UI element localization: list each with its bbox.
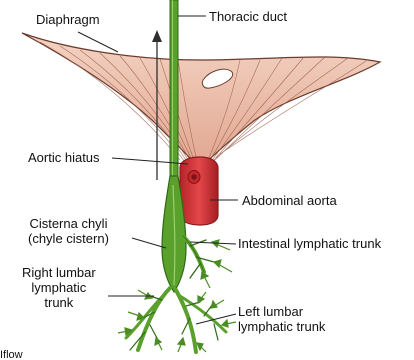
diaphragm bbox=[22, 33, 380, 168]
label-cisterna-chyli-line2: (chyle cistern) bbox=[28, 231, 109, 246]
label-corner-fragment: Iflow bbox=[0, 349, 23, 360]
thoracic-duct bbox=[170, 0, 178, 178]
label-aortic-hiatus: Aortic hiatus bbox=[28, 150, 100, 165]
label-left-lumbar-line1: Left lumbar bbox=[238, 304, 325, 319]
label-intestinal-lymphatic-trunk: Intestinal lymphatic trunk bbox=[238, 236, 381, 251]
label-diaphragm: Diaphragm bbox=[36, 12, 100, 27]
label-right-lumbar-line3: trunk bbox=[22, 295, 96, 310]
label-left-lumbar-line2: lymphatic trunk bbox=[238, 319, 325, 334]
label-cisterna-chyli: Cisterna chyli (chyle cistern) bbox=[28, 216, 109, 246]
label-right-lumbar-lymphatic-trunk: Right lumbar lymphatic trunk bbox=[22, 265, 96, 310]
label-thoracic-duct: Thoracic duct bbox=[209, 9, 287, 24]
label-left-lumbar-lymphatic-trunk: Left lumbar lymphatic trunk bbox=[238, 304, 325, 334]
label-right-lumbar-line2: lymphatic bbox=[22, 280, 96, 295]
label-right-lumbar-line1: Right lumbar bbox=[22, 265, 96, 280]
label-cisterna-chyli-line1: Cisterna chyli bbox=[28, 216, 109, 231]
abdominal-aorta bbox=[180, 157, 218, 225]
label-abdominal-aorta: Abdominal aorta bbox=[242, 193, 337, 208]
